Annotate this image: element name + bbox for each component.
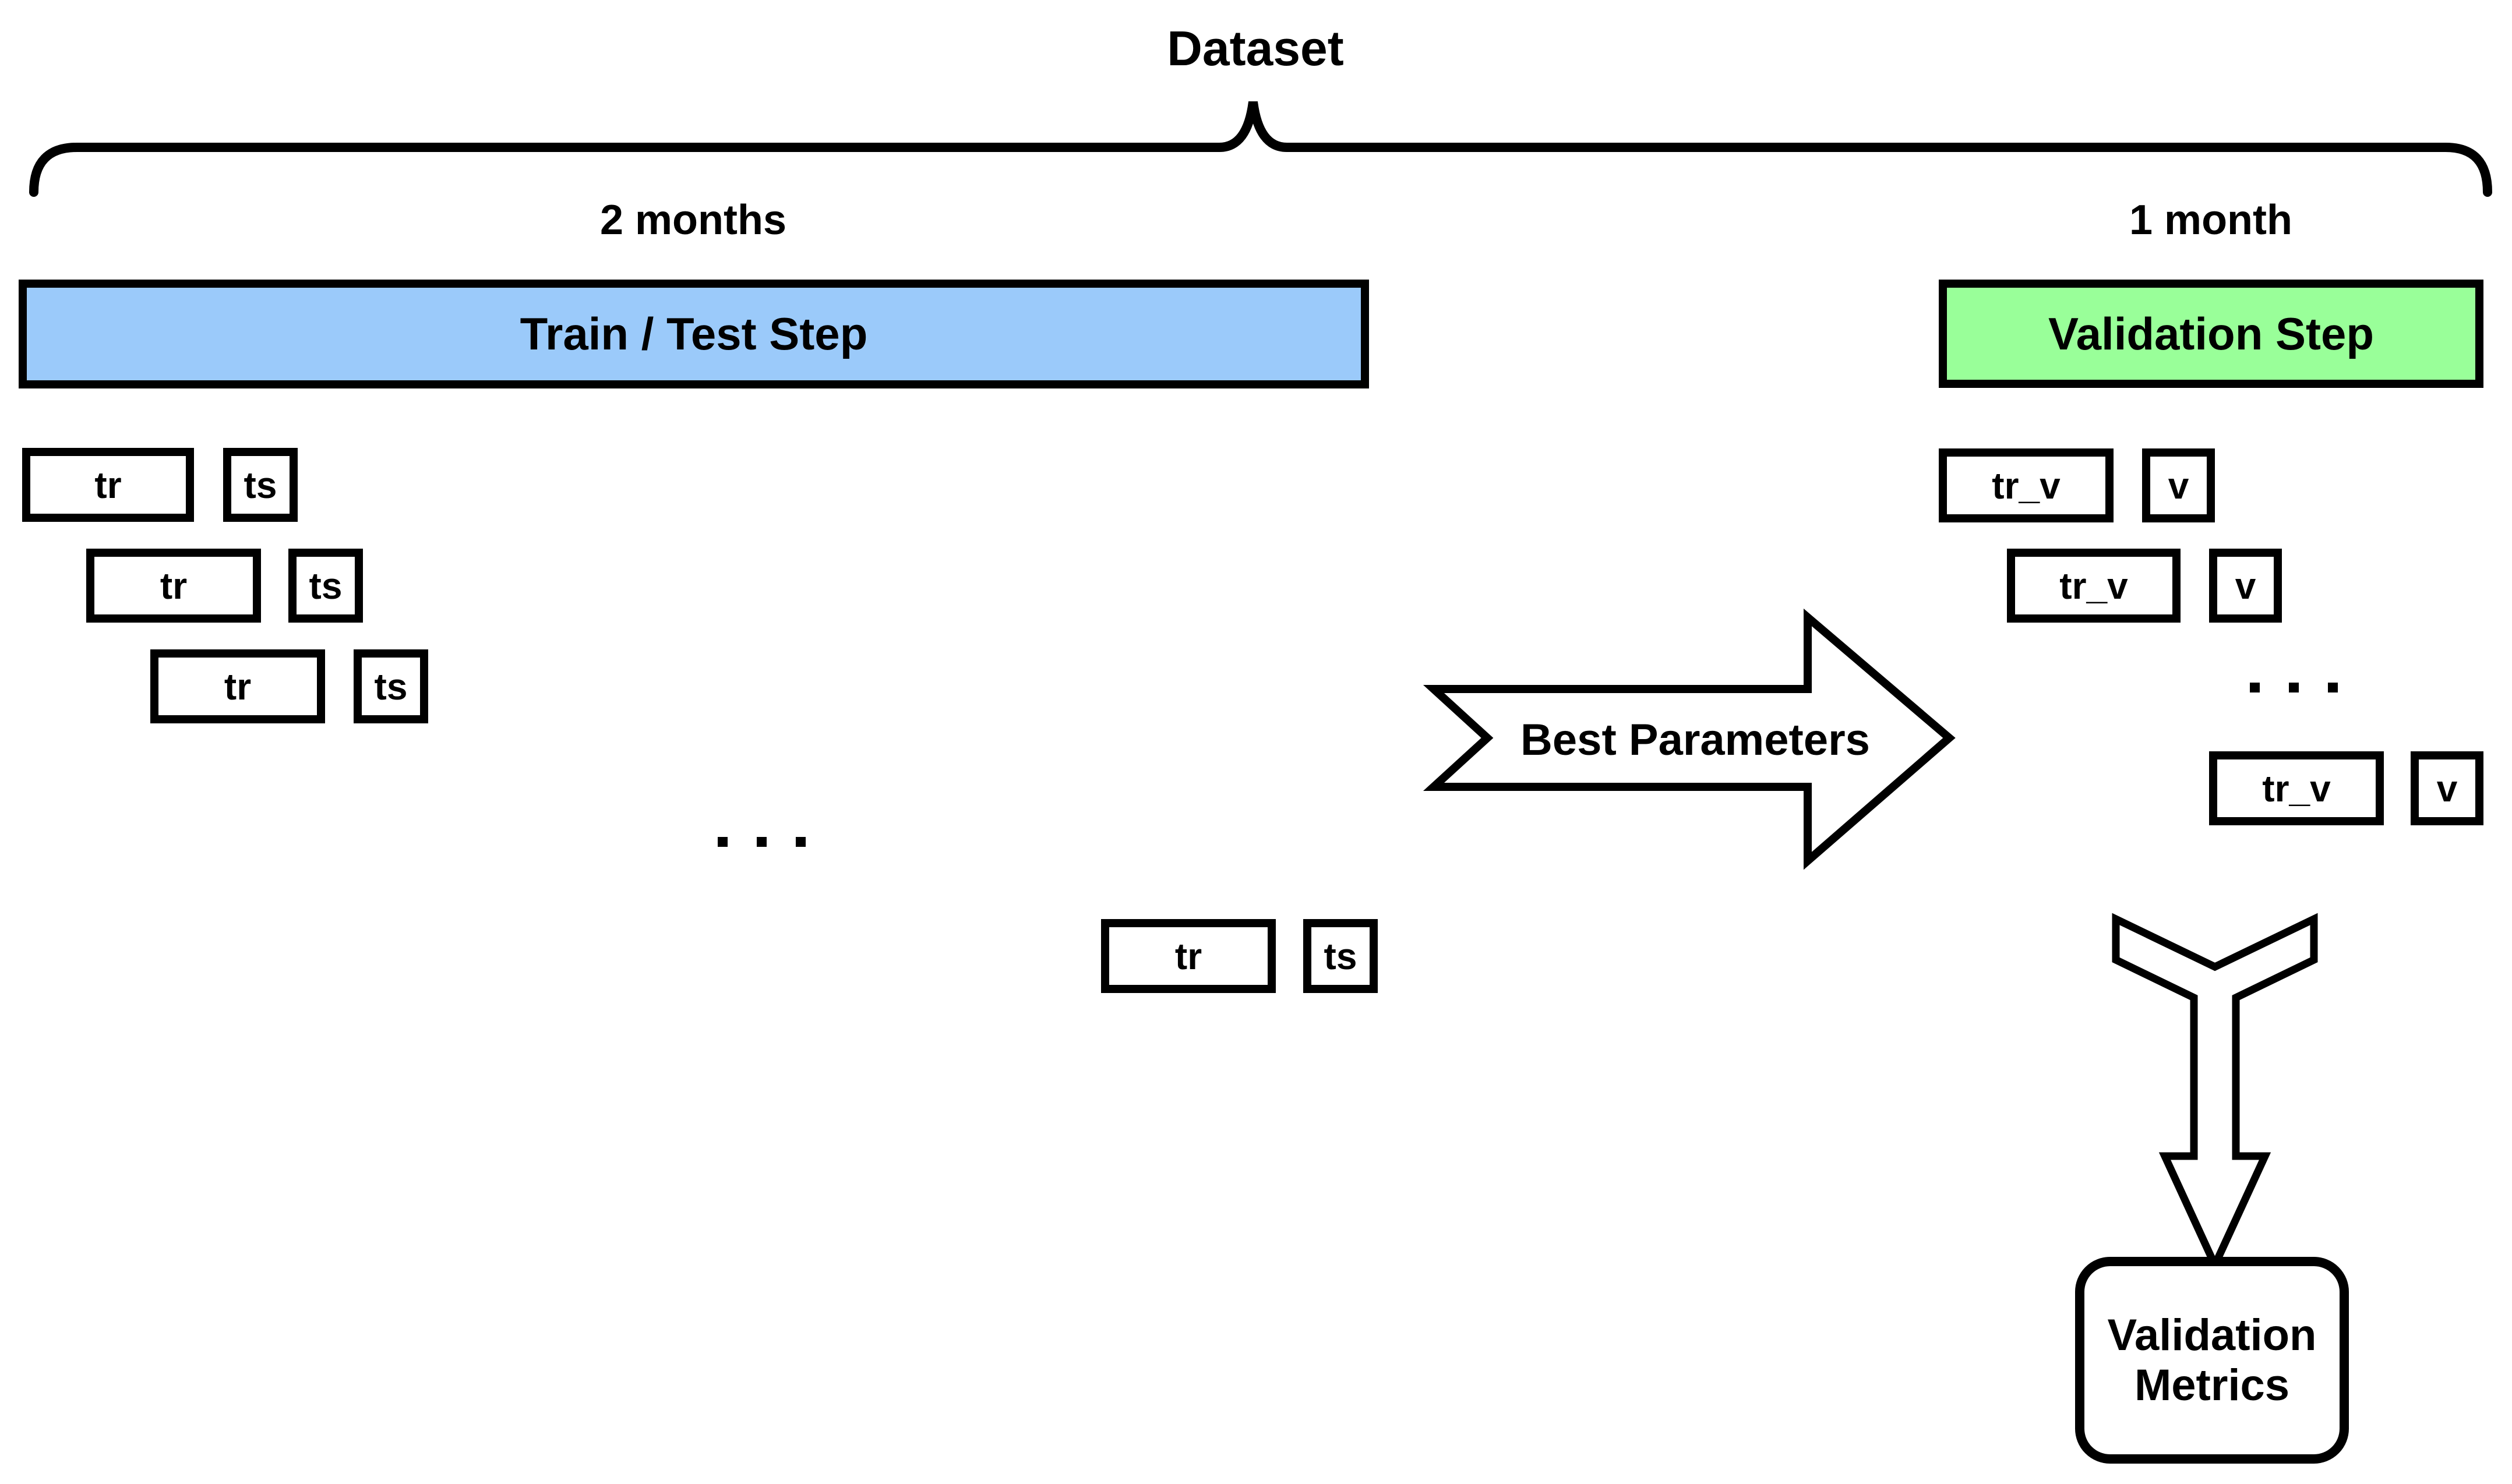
val-box-fold-2: v [2209,549,2282,623]
train-box-fold-last: tr [1101,919,1276,993]
train-val-box-fold-1: tr_v [1939,448,2114,522]
test-box-fold-last: ts [1303,919,1378,993]
ellipsis-dot [2289,683,2299,692]
train-val-box-fold-2: tr_v [2007,549,2181,623]
diagram-title: Dataset [1167,20,1344,76]
validation-metrics-box: Validation Metrics [2075,1257,2349,1464]
validation-step-bar: Validation Step [1939,280,2483,388]
ellipsis-dot [757,837,767,847]
validation-step-bar-label: Validation Step [2048,308,2375,359]
train-test-ellipsis [718,837,806,847]
validation-duration-label: 1 month [2129,196,2292,243]
train-val-box-fold-last: tr_v [2209,751,2384,825]
train-test-duration-label: 2 months [599,196,787,243]
ellipsis-dot [2328,683,2338,692]
validation-metrics-line2: Metrics [2134,1360,2290,1410]
val-box-fold-last: v [2411,751,2483,825]
ellipsis-dot [718,837,728,847]
dataset-brace-icon [29,101,2492,197]
train-box-fold-1: tr [22,448,194,522]
test-box-fold-1: ts [223,448,298,522]
train-test-step-bar-label: Train / Test Step [520,308,868,359]
ellipsis-dot [2250,683,2260,692]
test-box-fold-3: ts [354,649,428,723]
test-box-fold-2: ts [288,549,363,623]
ellipsis-dot [796,837,806,847]
val-box-fold-1: v [2142,448,2215,522]
validation-metrics-line1: Validation [2107,1310,2317,1360]
train-box-fold-2: tr [86,549,261,623]
best-parameters-arrow-icon [1423,608,1956,870]
best-parameters-arrow-label: Best Parameters [1520,715,1870,765]
validation-ellipsis [2250,683,2338,692]
merge-arrow-icon [2112,913,2318,1274]
train-box-fold-3: tr [150,649,325,723]
train-test-step-bar: Train / Test Step [19,280,1369,388]
